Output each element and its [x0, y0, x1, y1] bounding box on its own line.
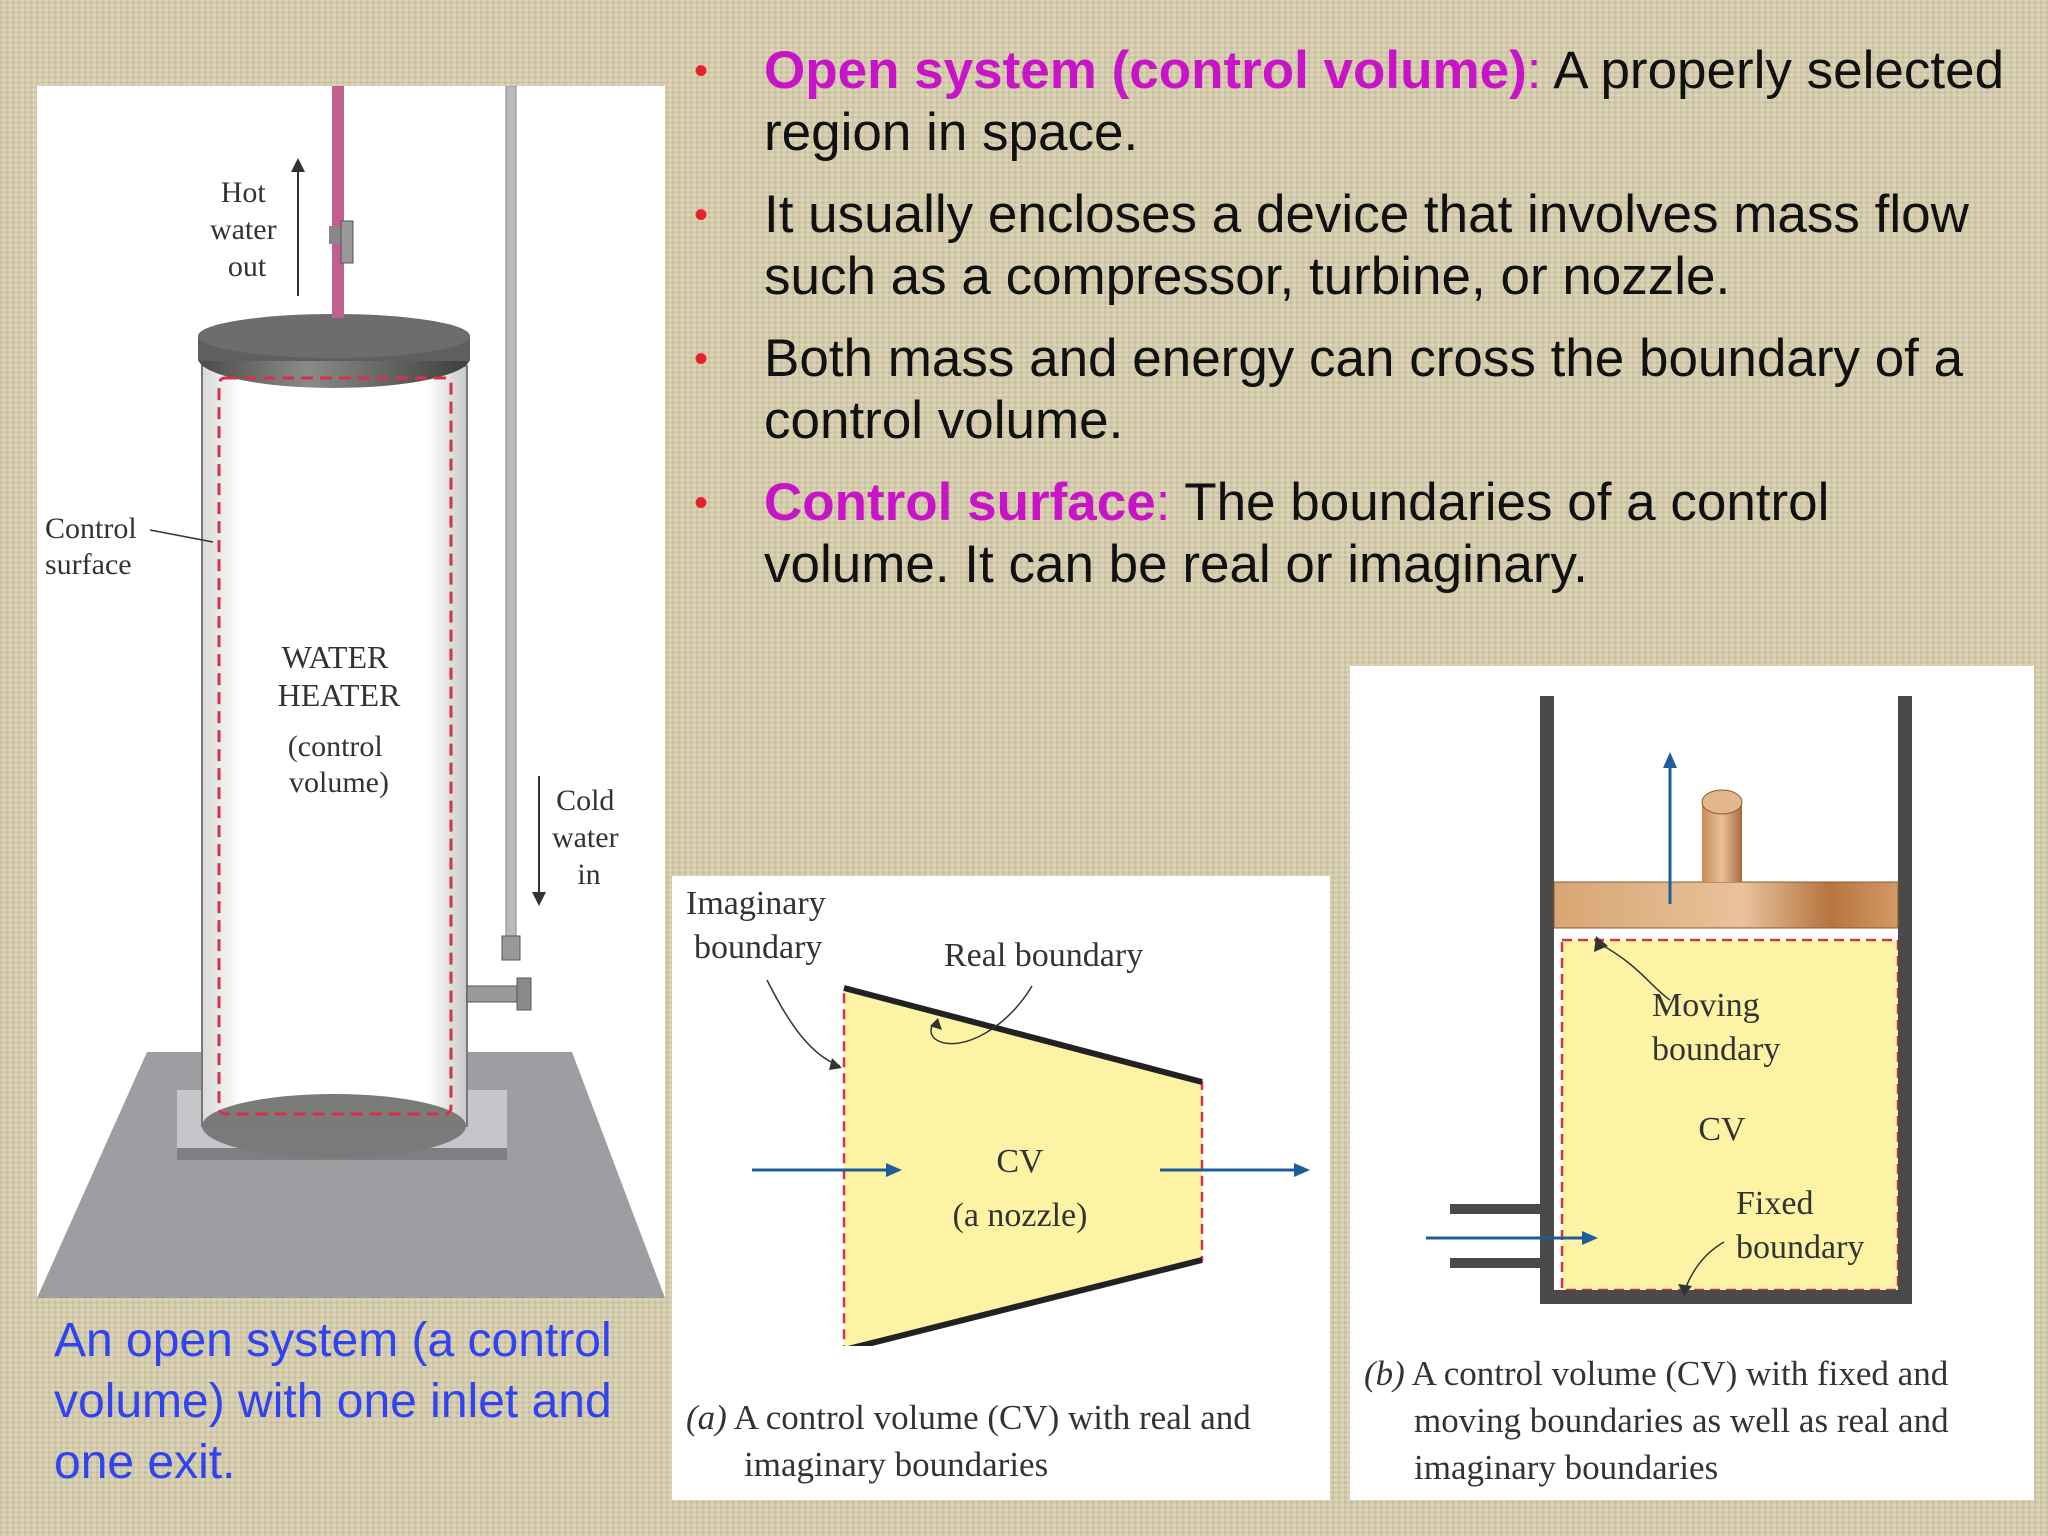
label-cv: CV [996, 1143, 1044, 1180]
nozzle-diagram: Imaginary boundary Real boundary CV (a n… [686, 885, 1310, 1353]
term-control-surface: Control surface [764, 473, 1156, 532]
control-surface-boundary [217, 376, 453, 1116]
tank-body [202, 366, 467, 1126]
piston-figure: Moving boundary CV Fixed boundary (b) A … [1350, 666, 2034, 1500]
piston-rod [1702, 802, 1742, 882]
term-open-system: Open system (control volume) [764, 41, 1527, 100]
label-control-surface: Control surface [45, 512, 144, 581]
cold-water-pipe [505, 85, 517, 947]
piston-cv-region [1562, 940, 1898, 1290]
bullet-item: • It usually encloses a device that invol… [680, 184, 2010, 308]
label-water-heater: WATER HEATER [278, 639, 401, 713]
nozzle-caption: (a) A control volume (CV) with real and i… [686, 1394, 1326, 1488]
nozzle-real-boundary-top [843, 985, 1203, 1085]
bullet-text: A properly selected region in space. [764, 41, 2005, 162]
piston [1553, 881, 1899, 929]
bullet-list: • Open system (control volume): A properl… [680, 40, 2010, 616]
bullet-marker: • [694, 193, 709, 237]
water-heater-figure: Hot water out Cold water in Control surf… [37, 85, 665, 1298]
bullet-marker: • [694, 481, 709, 525]
term-colon: : [1526, 41, 1542, 100]
caption-line: moving boundaries as well as real and [1414, 1401, 1949, 1440]
piston-caption: (b) A control volume (CV) with fixed and… [1364, 1350, 2024, 1491]
hot-water-pipe [332, 86, 344, 318]
caption-line: imaginary boundaries [1414, 1448, 1719, 1487]
inlet-pipe-top [1450, 1204, 1548, 1214]
bullet-marker: • [694, 49, 709, 93]
bullet-item: • Control surface: The boundaries of a co… [680, 472, 2010, 596]
label-cold-water-in: Cold water in [552, 784, 626, 891]
nozzle-cv-region [844, 988, 1202, 1350]
bullet-item: • Both mass and energy can cross the boun… [680, 328, 2010, 452]
term-colon: : [1155, 473, 1171, 532]
caption-tag: (b) [1364, 1354, 1405, 1393]
label-hot-water-out: Hot water out [210, 176, 284, 283]
caption-line: imaginary boundaries [744, 1445, 1049, 1484]
label-cv-nozzle: (a nozzle) [953, 1197, 1088, 1234]
bullet-text: Both mass and energy can cross the bound… [764, 329, 1964, 450]
cylinder-right-wall [1898, 696, 1912, 1304]
label-real-boundary: Real boundary [944, 937, 1143, 974]
label-control-volume: (control volume) [288, 730, 390, 799]
caption-line: A control volume (CV) with real and [726, 1398, 1251, 1437]
piston-cylinder-diagram: Moving boundary CV Fixed boundary [1426, 696, 1912, 1304]
caption-tag: (a) [686, 1398, 727, 1437]
bullet-text: It usually encloses a device that involv… [764, 185, 1969, 306]
label-imaginary-boundary: Imaginary boundary [686, 885, 834, 966]
imaginary-boundary-leader [766, 979, 841, 1067]
inlet-pipe-bottom [1450, 1258, 1548, 1268]
label-fixed-boundary: Fixed boundary [1736, 1185, 1864, 1266]
bullet-item: • Open system (control volume): A properl… [680, 40, 2010, 164]
label-moving-boundary: Moving boundary [1652, 987, 1780, 1068]
nozzle-real-boundary-bottom [843, 1257, 1203, 1353]
bullet-marker: • [694, 337, 709, 381]
cylinder-left-wall [1540, 696, 1554, 1292]
nozzle-figure: Imaginary boundary Real boundary CV (a n… [672, 876, 1330, 1500]
heater-caption: An open system (a control volume) with o… [54, 1314, 612, 1489]
caption-line: A control volume (CV) with fixed and [1404, 1354, 1949, 1393]
water-heater-diagram: Hot water out Cold water in Control surf… [37, 85, 665, 1298]
label-cv: CV [1698, 1111, 1746, 1148]
moving-boundary-leader [1599, 943, 1671, 1001]
bullet-text: The boundaries of a control volume. It c… [764, 473, 1830, 594]
cylinder-bottom [1540, 1290, 1912, 1304]
